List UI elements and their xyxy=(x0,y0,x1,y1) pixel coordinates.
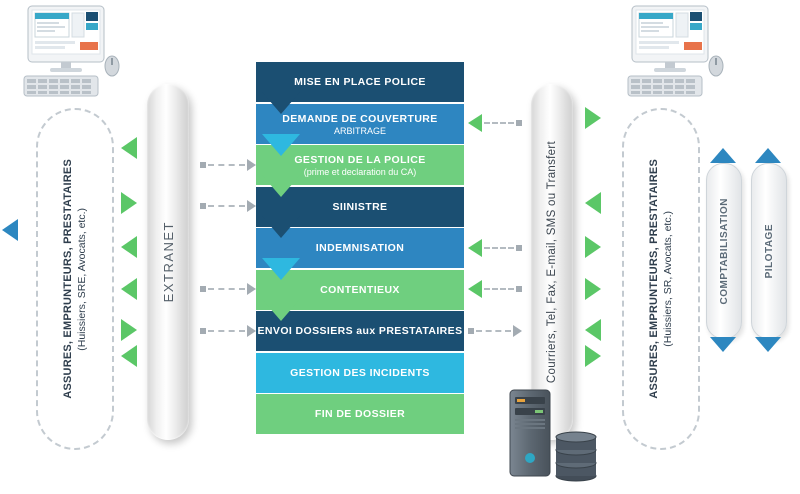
connector-arrow-right-icon xyxy=(513,325,522,337)
green-arrow-left-icon xyxy=(121,278,137,300)
connector-endpoint xyxy=(516,286,522,292)
step-title: DEMANDE DE COUVERTURE xyxy=(282,112,438,125)
left-actor-capsule: ASSURES, EMPRUNTEURS, PRESTATAIRES (Huis… xyxy=(36,108,114,450)
step-fin-de-dossier: FIN DE DOSSIER xyxy=(256,394,464,434)
blue-arrow-down-icon xyxy=(755,337,781,352)
right-actor-label: ASSURES, EMPRUNTEURS, PRESTATAIRES xyxy=(648,159,660,399)
step-title: GESTION DE LA POLICE xyxy=(294,153,426,166)
dashed-line xyxy=(484,247,514,249)
connector-endpoint xyxy=(468,328,474,334)
dashed-line xyxy=(208,288,245,290)
right-actor-capsule: ASSURES, EMPRUNTEURS, PRESTATAIRES (Huis… xyxy=(622,108,700,450)
connector-endpoint xyxy=(200,328,206,334)
step-subtitle: ARBITRAGE xyxy=(333,125,386,136)
left-actor-label: ASSURES, EMPRUNTEURS, PRESTATAIRES xyxy=(62,159,74,399)
dashed-connector xyxy=(468,113,522,133)
comptabilisation-pill: COMPTABILISATION xyxy=(706,163,742,339)
channels-pill: Courriers, Tel, Fax, E-mail, SMS ou Tran… xyxy=(531,84,573,440)
connector-arrow-right-icon xyxy=(247,325,256,337)
dashed-connector xyxy=(200,279,256,299)
green-arrow-left-icon xyxy=(121,345,137,367)
green-arrow-left-icon xyxy=(468,239,482,257)
dashed-line xyxy=(484,288,514,290)
green-arrow-right-icon xyxy=(121,319,137,341)
extranet-label: EXTRANET xyxy=(160,221,176,303)
step-title: INDEMNISATION xyxy=(315,242,405,254)
right-actor-sublabel: (Huissiers, SR, Avocats, etc.) xyxy=(662,211,674,347)
green-arrow-left-icon xyxy=(121,137,137,159)
green-arrow-left-icon xyxy=(585,319,601,341)
monitor-keyboard-mouse-icon xyxy=(23,5,120,97)
dashed-line xyxy=(208,164,245,166)
computer-workstation-icon xyxy=(618,4,728,104)
step-subtitle: (prime et declaration du CA) xyxy=(303,166,417,177)
connector-endpoint xyxy=(200,286,206,292)
green-arrow-right-icon xyxy=(585,107,601,129)
green-arrow-right-icon xyxy=(585,345,601,367)
blue-arrow-down-icon xyxy=(710,337,736,352)
step-title: MISE EN PLACE POLICE xyxy=(294,76,426,88)
left-actor-sublabel: (Huissiers, SRE, Avocats, etc.) xyxy=(76,207,88,351)
step-title: FIN DE DOSSIER xyxy=(314,408,406,420)
step-demande-de-couverture: DEMANDE DE COUVERTURE ARBITRAGE xyxy=(256,104,464,144)
step-gestion-des-incidents: GESTION DES INCIDENTS xyxy=(256,353,464,393)
blue-arrow-left-icon xyxy=(2,219,18,241)
connector-endpoint xyxy=(516,120,522,126)
green-arrow-left-icon xyxy=(468,114,482,132)
connector-arrow-right-icon xyxy=(247,159,256,171)
green-arrow-left-icon xyxy=(121,236,137,258)
green-arrow-right-icon xyxy=(585,236,601,258)
blue-arrow-up-icon xyxy=(755,148,781,163)
green-arrow-left-icon xyxy=(585,192,601,214)
channels-label: Courriers, Tel, Fax, E-mail, SMS ou Tran… xyxy=(546,140,558,384)
step-title: CONTENTIEUX xyxy=(320,284,400,296)
connector-endpoint xyxy=(200,162,206,168)
computer-workstation-icon xyxy=(14,4,124,104)
green-arrow-right-icon xyxy=(121,192,137,214)
dashed-connector xyxy=(200,321,256,341)
connector-arrow-right-icon xyxy=(247,283,256,295)
extranet-pill: EXTRANET xyxy=(147,84,189,440)
connector-endpoint xyxy=(516,245,522,251)
step-title: ENVOI DOSSIERS aux PRESTATAIRES xyxy=(257,325,463,337)
step-envoi-dossiers: ENVOI DOSSIERS aux PRESTATAIRES xyxy=(256,311,464,351)
connector-endpoint xyxy=(200,203,206,209)
blue-arrow-up-icon xyxy=(710,148,736,163)
dashed-connector xyxy=(468,321,522,341)
dashed-connector xyxy=(468,279,522,299)
comptabilisation-label: COMPTABILISATION xyxy=(718,197,730,305)
step-gestion-de-la-police: GESTION DE LA POLICE (prime et declarati… xyxy=(256,145,464,185)
step-title: SIINISTRE xyxy=(332,201,388,213)
dashed-connector xyxy=(200,155,256,175)
dashed-line xyxy=(484,122,514,124)
monitor-keyboard-mouse-icon xyxy=(627,5,724,97)
server-with-databases-icon xyxy=(498,386,608,491)
dashed-line xyxy=(476,330,511,332)
pilotage-label: PILOTAGE xyxy=(763,223,775,279)
green-arrow-right-icon xyxy=(585,278,601,300)
dashed-line xyxy=(208,330,245,332)
pilotage-pill: PILOTAGE xyxy=(751,163,787,339)
step-title: GESTION DES INCIDENTS xyxy=(290,367,430,379)
server-tower-database-icon xyxy=(509,389,597,482)
connector-arrow-right-icon xyxy=(247,200,256,212)
dashed-connector xyxy=(468,238,522,258)
dashed-connector xyxy=(200,196,256,216)
dashed-line xyxy=(208,205,245,207)
green-arrow-left-icon xyxy=(468,280,482,298)
